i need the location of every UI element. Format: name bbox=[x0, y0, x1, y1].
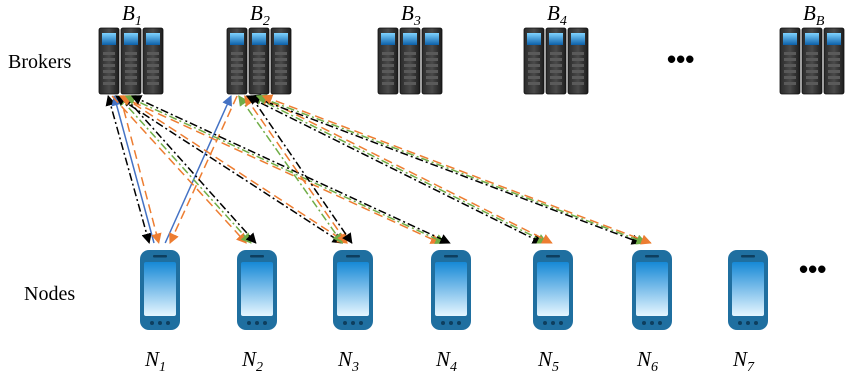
node-label: N5 bbox=[537, 347, 559, 375]
broker-5: BB bbox=[779, 1, 845, 95]
smartphone-icon bbox=[333, 250, 373, 330]
brokers-row: B1 B2 B3 B4 BB bbox=[98, 1, 845, 95]
node-label: N1 bbox=[144, 347, 166, 375]
arrow-broker2-node6-green bbox=[255, 94, 647, 245]
arrow-broker1-node3-black bbox=[114, 95, 344, 244]
server-rack-icon bbox=[377, 27, 443, 95]
smartphone-icon bbox=[140, 250, 180, 330]
broker-label: B4 bbox=[547, 1, 567, 29]
node-label: N7 bbox=[732, 347, 755, 375]
broker-3: B3 bbox=[377, 1, 443, 95]
broker-label: B3 bbox=[401, 1, 421, 29]
node-7: N7 bbox=[728, 250, 768, 375]
brokers-row-label: Brokers bbox=[8, 51, 72, 73]
arrow-broker1-node4-green bbox=[124, 95, 446, 244]
server-rack-icon bbox=[779, 27, 845, 95]
smartphone-icon bbox=[533, 250, 573, 330]
node-label: N6 bbox=[636, 347, 658, 375]
smartphone-icon bbox=[728, 250, 768, 330]
connection-arrows bbox=[105, 94, 652, 245]
node-4: N4 bbox=[431, 250, 471, 375]
arrow-broker1-node1-orange bbox=[119, 95, 162, 245]
nodes-ellipsis: ••• bbox=[799, 254, 826, 284]
arrow-broker2-node5-green bbox=[251, 95, 548, 244]
arrow-broker1-node1-black bbox=[105, 94, 152, 245]
smartphone-icon bbox=[632, 250, 672, 330]
smartphone-icon bbox=[237, 250, 277, 330]
arrow-broker2-node5-orange bbox=[257, 95, 553, 244]
arrow-broker1-node1-blue bbox=[111, 94, 155, 244]
server-rack-icon bbox=[98, 27, 164, 95]
node-label: N2 bbox=[241, 347, 263, 375]
arrow-broker2-node6-orange bbox=[261, 94, 652, 245]
broker-label: B1 bbox=[122, 1, 142, 29]
broker-1: B1 bbox=[98, 1, 164, 95]
node-1: N1 bbox=[140, 250, 180, 375]
arrow-broker1-node4-orange bbox=[118, 95, 442, 244]
nodes-row: N1 N2 N3 N4 N5 N6 N7 bbox=[140, 250, 768, 375]
broker-2: B2 bbox=[226, 1, 292, 95]
node-3: N3 bbox=[333, 250, 373, 375]
nodes-row-label: Nodes bbox=[24, 283, 75, 305]
node-label: N4 bbox=[435, 347, 457, 375]
broker-label: BB bbox=[803, 1, 825, 29]
broker-label: B2 bbox=[250, 1, 270, 29]
broker-4: B4 bbox=[523, 1, 589, 95]
arrow-broker1-node2-green bbox=[117, 95, 252, 244]
smartphone-icon bbox=[431, 250, 471, 330]
node-6: N6 bbox=[632, 250, 672, 375]
brokers-ellipsis: ••• bbox=[667, 44, 694, 74]
node-5: N5 bbox=[533, 250, 573, 375]
node-2: N2 bbox=[237, 250, 277, 375]
arrow-broker2-node5-black bbox=[245, 95, 544, 244]
node-label: N3 bbox=[337, 347, 359, 375]
server-rack-icon bbox=[523, 27, 589, 95]
server-rack-icon bbox=[226, 27, 292, 95]
